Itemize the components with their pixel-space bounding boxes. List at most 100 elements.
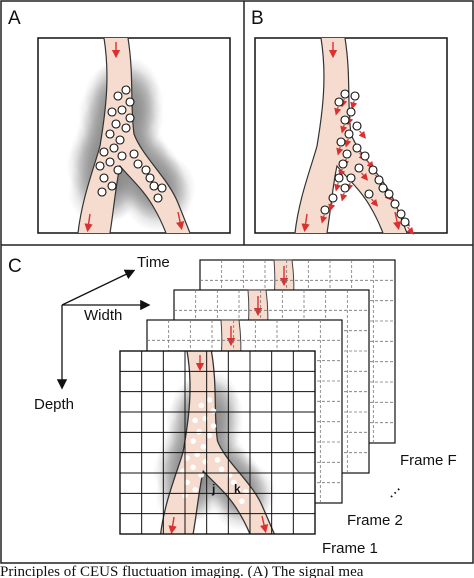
microbubble [153, 193, 163, 203]
microbubble [115, 135, 125, 145]
flow-arrow [259, 515, 269, 534]
pixel-label-k: k [234, 482, 241, 496]
axes-gizmo [56, 269, 151, 390]
microbubble [109, 143, 119, 153]
microbubble [360, 151, 370, 161]
microbubble [320, 205, 330, 215]
velocity-arrow [334, 106, 342, 116]
vessel-wall [127, 38, 191, 233]
microbubble [99, 173, 109, 183]
microbubble [340, 183, 350, 193]
microbubble [99, 147, 109, 157]
microbubbles-with-velocity [320, 89, 415, 235]
microbubble [190, 464, 196, 471]
microbubble [206, 397, 213, 403]
microbubble [121, 85, 131, 95]
flow-arrow [393, 211, 402, 231]
flow-arrows [168, 355, 269, 534]
microbubble [125, 97, 135, 107]
microbubble [230, 479, 237, 486]
microbubble [113, 165, 123, 175]
microbubble [396, 209, 406, 219]
microbubble [200, 443, 207, 450]
microbubble [334, 173, 344, 183]
microbubble [352, 121, 362, 131]
panel-a: A [8, 8, 231, 234]
microbubble [184, 479, 190, 486]
microbubble [105, 129, 115, 139]
microbubble [125, 113, 135, 123]
microbubble [340, 89, 350, 99]
microbubble [368, 165, 378, 175]
frame-label-1: Frame 1 [322, 540, 378, 557]
microbubble [149, 181, 159, 191]
velocity-arrow [344, 138, 352, 148]
velocity-arrow [340, 124, 348, 134]
velocity-arrow [338, 168, 346, 178]
microbubble [105, 157, 115, 167]
microbubble [239, 498, 245, 504]
vessel-tree [159, 351, 275, 534]
microbubble [198, 402, 205, 409]
microbubble [121, 123, 131, 133]
microbubbles [95, 85, 167, 203]
vessel-wall [344, 37, 408, 234]
microbubble [336, 137, 346, 147]
depth-axis-label: Depth [34, 396, 74, 413]
microbubble [210, 423, 217, 429]
microbubble [113, 91, 123, 101]
velocity-arrow [320, 214, 328, 224]
figure-caption: Principles of CEUS fluctuation imaging. … [0, 564, 364, 578]
microbubble [192, 417, 198, 424]
microbubble [364, 189, 374, 199]
flow-arrow [84, 213, 93, 233]
velocity-arrow [336, 146, 344, 156]
microbubble [334, 97, 344, 107]
microbubble [338, 159, 348, 169]
flow-arrow [301, 213, 310, 233]
microbubble [117, 105, 127, 115]
flow-arrow [176, 211, 185, 231]
microbubble [111, 119, 121, 129]
flow-arrows [301, 42, 402, 233]
flow-arrows [84, 42, 185, 233]
microbubble [378, 183, 388, 193]
microbubble [346, 107, 356, 117]
flow-arrow [168, 516, 177, 534]
microbubble [202, 458, 209, 465]
vessel-wall [109, 164, 167, 233]
microbubble [400, 217, 410, 227]
velocity-arrow [406, 226, 415, 235]
microbubble [350, 91, 360, 101]
velocity-arrow [358, 130, 367, 139]
panel-dividers [0, 0, 474, 564]
vessel-wall [192, 469, 251, 534]
time-axis-arrow [61, 269, 136, 306]
microbubble [354, 163, 364, 173]
microbubble [206, 432, 213, 439]
frame-ellipsis: ⋯ [384, 482, 407, 505]
panel-a-letter: A [8, 8, 21, 29]
velocity-arrow [360, 172, 369, 181]
frame-label-f: Frame F [400, 452, 457, 469]
microbubble [340, 115, 350, 125]
microbubble [384, 189, 394, 199]
frame-1-grid: j k [119, 350, 316, 535]
microbubble [328, 193, 338, 203]
microbubble [117, 151, 127, 161]
vessel-wall [210, 351, 275, 534]
width-axis-label: Width [84, 307, 122, 324]
velocity-arrow [366, 160, 375, 169]
vessel-wall [77, 38, 108, 233]
microbubble [390, 199, 400, 209]
microbubble [107, 107, 117, 117]
panel-b: B [251, 8, 448, 235]
microbubble [97, 187, 107, 197]
microbubble [192, 487, 198, 493]
microbubble [184, 455, 190, 461]
grid-border [119, 350, 316, 535]
microbubble [129, 149, 139, 159]
panel-c: C Time Width Depth j k Frame 1 Frame 2 [8, 254, 457, 557]
microbubble [157, 183, 167, 193]
